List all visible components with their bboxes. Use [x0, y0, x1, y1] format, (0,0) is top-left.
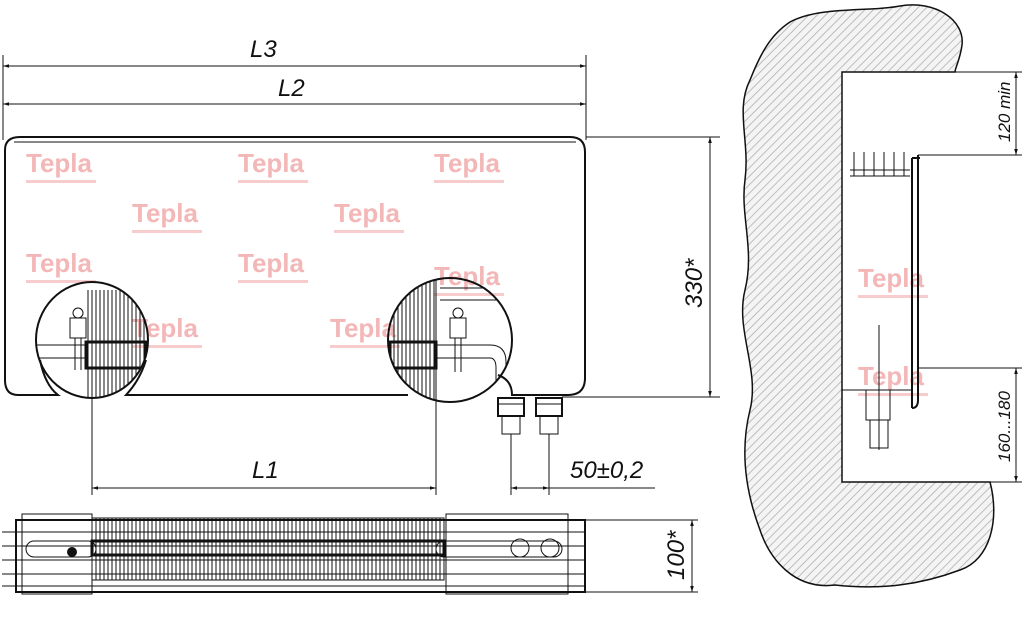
side-section-view: 120 min 160...180: [741, 4, 1022, 588]
dimension-l2: L2: [3, 75, 586, 106]
watermark-6: Tepla: [26, 248, 96, 283]
l3-label: L3: [250, 36, 277, 63]
top-gap-label: 120 min: [995, 82, 1014, 142]
watermark-5: Tepla: [334, 198, 404, 233]
right-connection-detail: [387, 277, 513, 403]
wall-section: [741, 4, 995, 588]
svg-text:Tepla: Tepla: [858, 263, 925, 293]
dimension-top-gap: 120 min: [842, 71, 1022, 156]
top-view: 100*: [2, 513, 698, 595]
height-label: 330*: [681, 258, 708, 308]
dimension-bottom-gap: 160...180: [842, 367, 1022, 483]
svg-text:Tepla: Tepla: [238, 148, 305, 178]
watermark-4: Tepla: [132, 198, 202, 233]
top-fins: [90, 517, 446, 581]
dimension-l3: L3: [2, 36, 587, 140]
watermark-8: Tepla: [434, 261, 504, 296]
l1-label: L1: [252, 457, 279, 484]
dimension-l1: L1: [91, 280, 437, 495]
dimension-depth: 100*: [585, 519, 698, 593]
connection-pipes: [497, 397, 563, 435]
svg-text:Tepla: Tepla: [434, 261, 501, 291]
svg-text:Tepla: Tepla: [132, 198, 199, 228]
watermark-group: Tepla Tepla Tepla Tepla Tepla Tepla Tepl…: [26, 148, 928, 396]
watermark-2: Tepla: [238, 148, 308, 183]
watermark-10: Tepla: [330, 313, 400, 348]
dimension-offset: 50±0,2: [510, 434, 655, 495]
svg-text:Tepla: Tepla: [434, 148, 501, 178]
svg-text:Tepla: Tepla: [26, 248, 93, 278]
watermark-1: Tepla: [26, 148, 96, 183]
l2-label: L2: [278, 75, 305, 102]
depth-label: 100*: [663, 530, 690, 580]
svg-text:Tepla: Tepla: [26, 148, 93, 178]
svg-text:Tepla: Tepla: [132, 313, 199, 343]
svg-text:Tepla: Tepla: [330, 313, 397, 343]
watermark-3: Tepla: [434, 148, 504, 183]
svg-text:Tepla: Tepla: [858, 361, 925, 391]
watermark-7: Tepla: [238, 248, 308, 283]
right-fins: [393, 280, 435, 400]
svg-text:Tepla: Tepla: [238, 248, 305, 278]
dimension-height: 330*: [562, 136, 720, 398]
svg-text:Tepla: Tepla: [334, 198, 401, 228]
radiator-panel-outline: [4, 136, 586, 396]
bottom-gap-label: 160...180: [995, 391, 1014, 462]
watermark-11: Tepla: [858, 263, 928, 298]
front-view: L3 L2 L1 50±0,2 330*: [2, 36, 720, 495]
offset-label: 50±0,2: [570, 457, 643, 484]
watermark-12: Tepla: [858, 361, 928, 396]
